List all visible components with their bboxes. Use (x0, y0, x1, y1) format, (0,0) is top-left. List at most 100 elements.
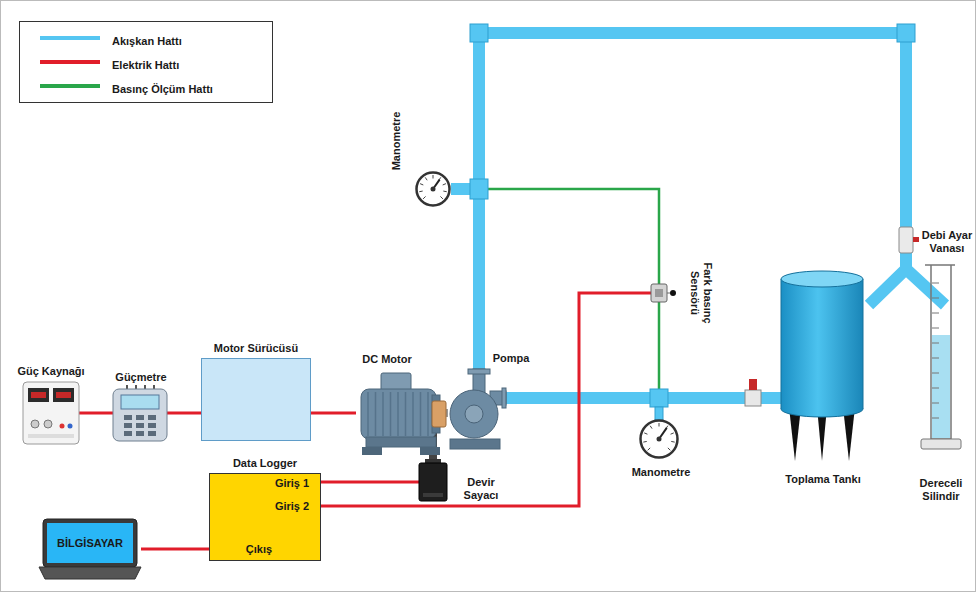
meter-part (148, 423, 156, 428)
psu-part (68, 424, 73, 429)
gauge-part (443, 191, 446, 193)
valve-handle (749, 379, 757, 390)
electric-wire (79, 411, 113, 414)
meter-node: Güçmetre (113, 389, 167, 441)
driver-node: Motor Sürücüsü (201, 358, 311, 441)
meter-part (136, 423, 144, 428)
meter-part (136, 415, 144, 420)
sensor-part (667, 293, 670, 294)
logger-part (210, 474, 321, 561)
electric-wire (311, 411, 356, 414)
node-label: Data Logger (233, 457, 297, 470)
cylinder-part (932, 328, 939, 329)
gauge-part (420, 184, 423, 185)
psu-part (44, 420, 52, 428)
encoder-part (419, 463, 447, 501)
tank-symbol (781, 269, 863, 461)
pipe-line (451, 33, 906, 227)
gauge-part (417, 173, 450, 206)
legend-text: Akışkan Hattı (112, 35, 182, 47)
pipe-elbow (470, 24, 488, 42)
legend-box: Akışkan HattıElektrik HattıBasınç Ölçüm … (19, 21, 273, 103)
pump-part (450, 390, 498, 438)
motor-part (427, 392, 429, 436)
motor-part (381, 373, 411, 391)
tank-part (781, 279, 863, 409)
gauge-part (671, 441, 674, 443)
meter-part (124, 415, 132, 420)
motor-part (361, 389, 436, 439)
motor-part (362, 447, 382, 455)
node-label: Giriş 1 (275, 477, 309, 490)
gauge-part (668, 448, 670, 450)
meter-part (144, 385, 146, 389)
tank-part (863, 279, 864, 409)
psu-symbol (23, 382, 79, 444)
pipe-tee (650, 389, 668, 407)
meter-part (136, 431, 144, 436)
gauge-part (423, 196, 425, 198)
valve-part (913, 237, 919, 242)
cylinder-part (932, 373, 939, 374)
gauge-stub (655, 407, 663, 420)
gauge-part (425, 177, 427, 180)
meter-part (126, 385, 128, 389)
motor-part (382, 392, 384, 436)
node-label: Güçmetre (115, 371, 166, 384)
driver-part (202, 359, 311, 441)
pipe-line (506, 392, 781, 404)
psu-part (31, 420, 39, 428)
motor-part (432, 401, 446, 427)
legend-text: Elektrik Hattı (112, 59, 179, 71)
legend-row: Basınç Ölçüm Hattı (20, 76, 270, 96)
node-label: BİLGİSAYAR (57, 537, 123, 550)
cylinder-part (925, 265, 955, 439)
sensor-part (670, 290, 676, 296)
gauge-part (659, 423, 660, 427)
motor-symbol (356, 371, 451, 459)
node-label: Manometre (390, 112, 403, 171)
tank-node: Toplama Tankı (781, 269, 863, 461)
encoder-symbol (419, 463, 447, 501)
gauge-part (648, 448, 650, 450)
legend-swatch (40, 60, 100, 64)
gauge-part (671, 433, 674, 434)
gauge-part (657, 437, 662, 442)
laptop-part (39, 567, 141, 579)
motor-part (375, 392, 377, 436)
tank-part (781, 271, 863, 287)
laptop-part (47, 523, 133, 563)
electric-wire (167, 411, 201, 414)
pipe-tee (470, 179, 488, 199)
node-label: Toplama Tankı (785, 473, 860, 486)
pipe-line (451, 189, 479, 369)
electric-wire (141, 548, 209, 551)
pump-part (465, 405, 483, 423)
node-label: Çıkış (246, 543, 272, 556)
encoder-node: Devir Sayacı (419, 463, 447, 501)
laptop-node: BİLGİSAYAR (39, 519, 141, 581)
electric-wire (321, 480, 419, 483)
cylinder-part (932, 358, 939, 359)
node-label: Fark basınç Sensörü (688, 257, 713, 329)
gauge-part (419, 191, 422, 193)
pump-part (502, 388, 506, 408)
node-label: Dereceli Silindir (913, 477, 969, 502)
gauge-node: Manometre (639, 419, 679, 459)
meter-symbol (113, 389, 167, 441)
motor-part (420, 392, 422, 436)
motor-part (405, 392, 407, 436)
gauge-node: Manometre (415, 171, 451, 207)
motor-part (412, 392, 414, 436)
cylinder-part (932, 388, 939, 389)
sensor-symbol (651, 284, 667, 302)
legend-text: Basınç Ölçüm Hattı (112, 83, 213, 95)
motor-part (390, 392, 392, 436)
psu-part (28, 388, 49, 402)
psu-part (28, 434, 74, 438)
cylinder-part (932, 313, 939, 314)
meter-part (124, 431, 132, 436)
node-label: Devir Sayacı (459, 476, 503, 501)
cylinder-node: Dereceli Silindir (921, 263, 961, 455)
